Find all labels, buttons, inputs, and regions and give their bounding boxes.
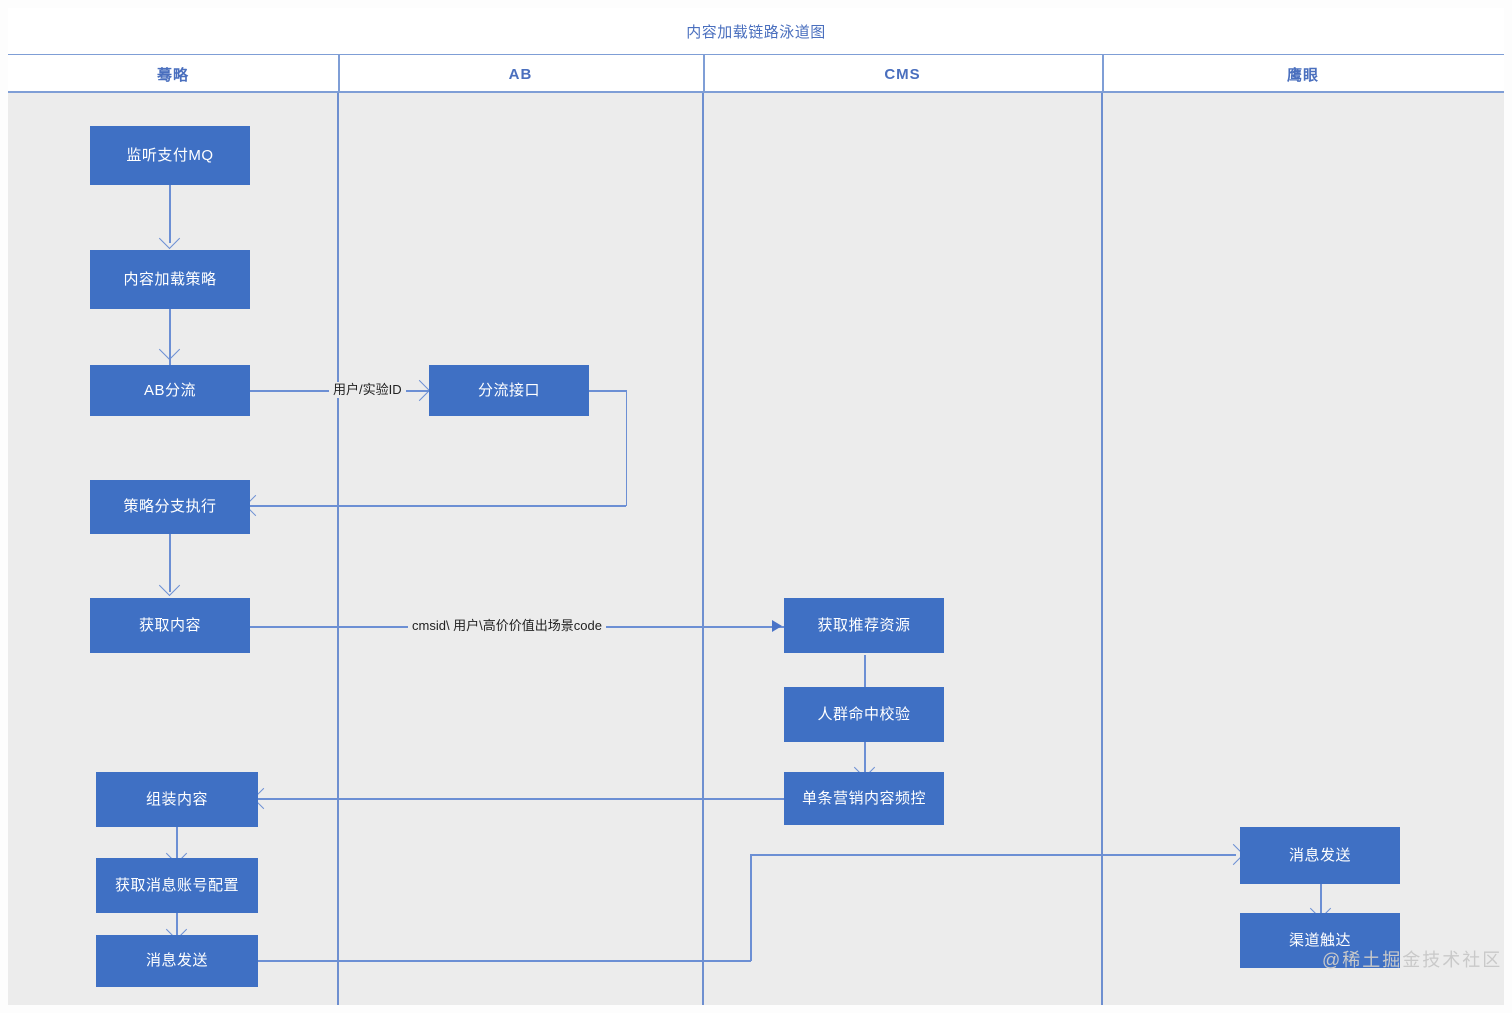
page-title: 内容加载链路泳道图 <box>686 23 826 41</box>
lane-divider-head-2 <box>703 55 705 93</box>
lane-header-label-yingyan: 鹰眼 <box>1286 66 1319 84</box>
edge-n9-n4-seg1 <box>589 390 627 392</box>
lane-header-row: 蓦略 AB CMS 鹰眼 <box>8 55 1504 93</box>
lane-header-momou: 蓦略 <box>8 55 338 93</box>
edge-n8-n13-seg1 <box>258 960 751 962</box>
node-label: 人群命中校验 <box>817 705 911 723</box>
node-label: 渠道触达 <box>1288 931 1351 949</box>
node-single-marketing-content-frequency-control[interactable]: 单条营销内容频控 <box>784 772 944 825</box>
node-assemble-content[interactable]: 组装内容 <box>96 772 258 827</box>
node-fetch-recommend-resource[interactable]: 获取推荐资源 <box>784 598 944 653</box>
node-label: 策略分支执行 <box>123 498 217 515</box>
node-label: AB分流 <box>143 381 196 399</box>
lane-divider-head-3 <box>1102 55 1104 93</box>
node-listen-payment-mq[interactable]: 监听支付MQ <box>90 126 250 185</box>
lane-header-label-momou: 蓦略 <box>156 66 189 84</box>
node-message-send-yingyan[interactable]: 消息发送 <box>1240 827 1400 884</box>
lane-header-label-ab: AB <box>508 65 533 83</box>
lane-header-label-cms: CMS <box>884 65 921 83</box>
node-channel-reach[interactable]: 渠道触达 <box>1240 913 1400 968</box>
edge-n12-n6 <box>258 798 784 800</box>
edge-n6-n7 <box>176 827 178 858</box>
node-label: 监听支付MQ <box>126 146 214 164</box>
node-label: 获取推荐资源 <box>817 616 911 634</box>
node-message-send-momou[interactable]: 消息发送 <box>96 935 258 987</box>
lane-divider-3 <box>1101 93 1103 1005</box>
node-fetch-content[interactable]: 获取内容 <box>90 598 250 653</box>
edge-n2-n3 <box>169 309 171 366</box>
node-split-interface[interactable]: 分流接口 <box>429 365 589 416</box>
node-label: 单条营销内容频控 <box>801 789 926 807</box>
edge-n13-n14 <box>1320 884 1322 913</box>
edge-n7-n8 <box>176 913 178 935</box>
edge-n5-n10-arrowhead-icon <box>772 620 782 632</box>
lane-divider-1 <box>337 93 339 1005</box>
edge-n9-n4-seg3 <box>250 505 626 507</box>
edge-label-user-experiment-id: 用户/实验ID <box>329 382 406 398</box>
edge-n1-n2 <box>169 185 171 243</box>
lane-divider-2 <box>702 93 704 1005</box>
edge-n10-n11 <box>864 655 866 698</box>
lane-header-yingyan: 鹰眼 <box>1102 55 1504 93</box>
node-strategy-branch-exec[interactable]: 策略分支执行 <box>90 480 250 534</box>
node-ab-split[interactable]: AB分流 <box>90 365 250 416</box>
edge-label-cmsid-user-scene-code: cmsid\ 用户\高价价值出场景code <box>408 618 606 634</box>
edge-n11-n12 <box>864 742 866 772</box>
edge-n4-n5 <box>169 534 171 592</box>
node-label: 分流接口 <box>477 381 540 399</box>
node-label: 内容加载策略 <box>123 270 217 288</box>
node-label: 消息发送 <box>145 952 208 969</box>
lane-header-ab: AB <box>338 55 703 93</box>
edge-n8-n13-seg3 <box>750 854 1236 856</box>
node-label: 组装内容 <box>145 790 208 808</box>
node-content-load-strategy[interactable]: 内容加载策略 <box>90 250 250 309</box>
lane-header-cms: CMS <box>703 55 1102 93</box>
node-fetch-message-account-config[interactable]: 获取消息账号配置 <box>96 858 258 913</box>
node-crowd-hit-validation[interactable]: 人群命中校验 <box>784 687 944 742</box>
node-label: 获取内容 <box>138 616 201 634</box>
diagram-title-bar: 内容加载链路泳道图 <box>8 8 1504 55</box>
lane-divider-head-1 <box>338 55 340 93</box>
edge-n8-n13-seg2 <box>750 855 752 961</box>
node-label: 消息发送 <box>1288 846 1351 864</box>
edge-n9-n4-seg2 <box>625 390 627 506</box>
node-label: 获取消息账号配置 <box>114 876 239 894</box>
